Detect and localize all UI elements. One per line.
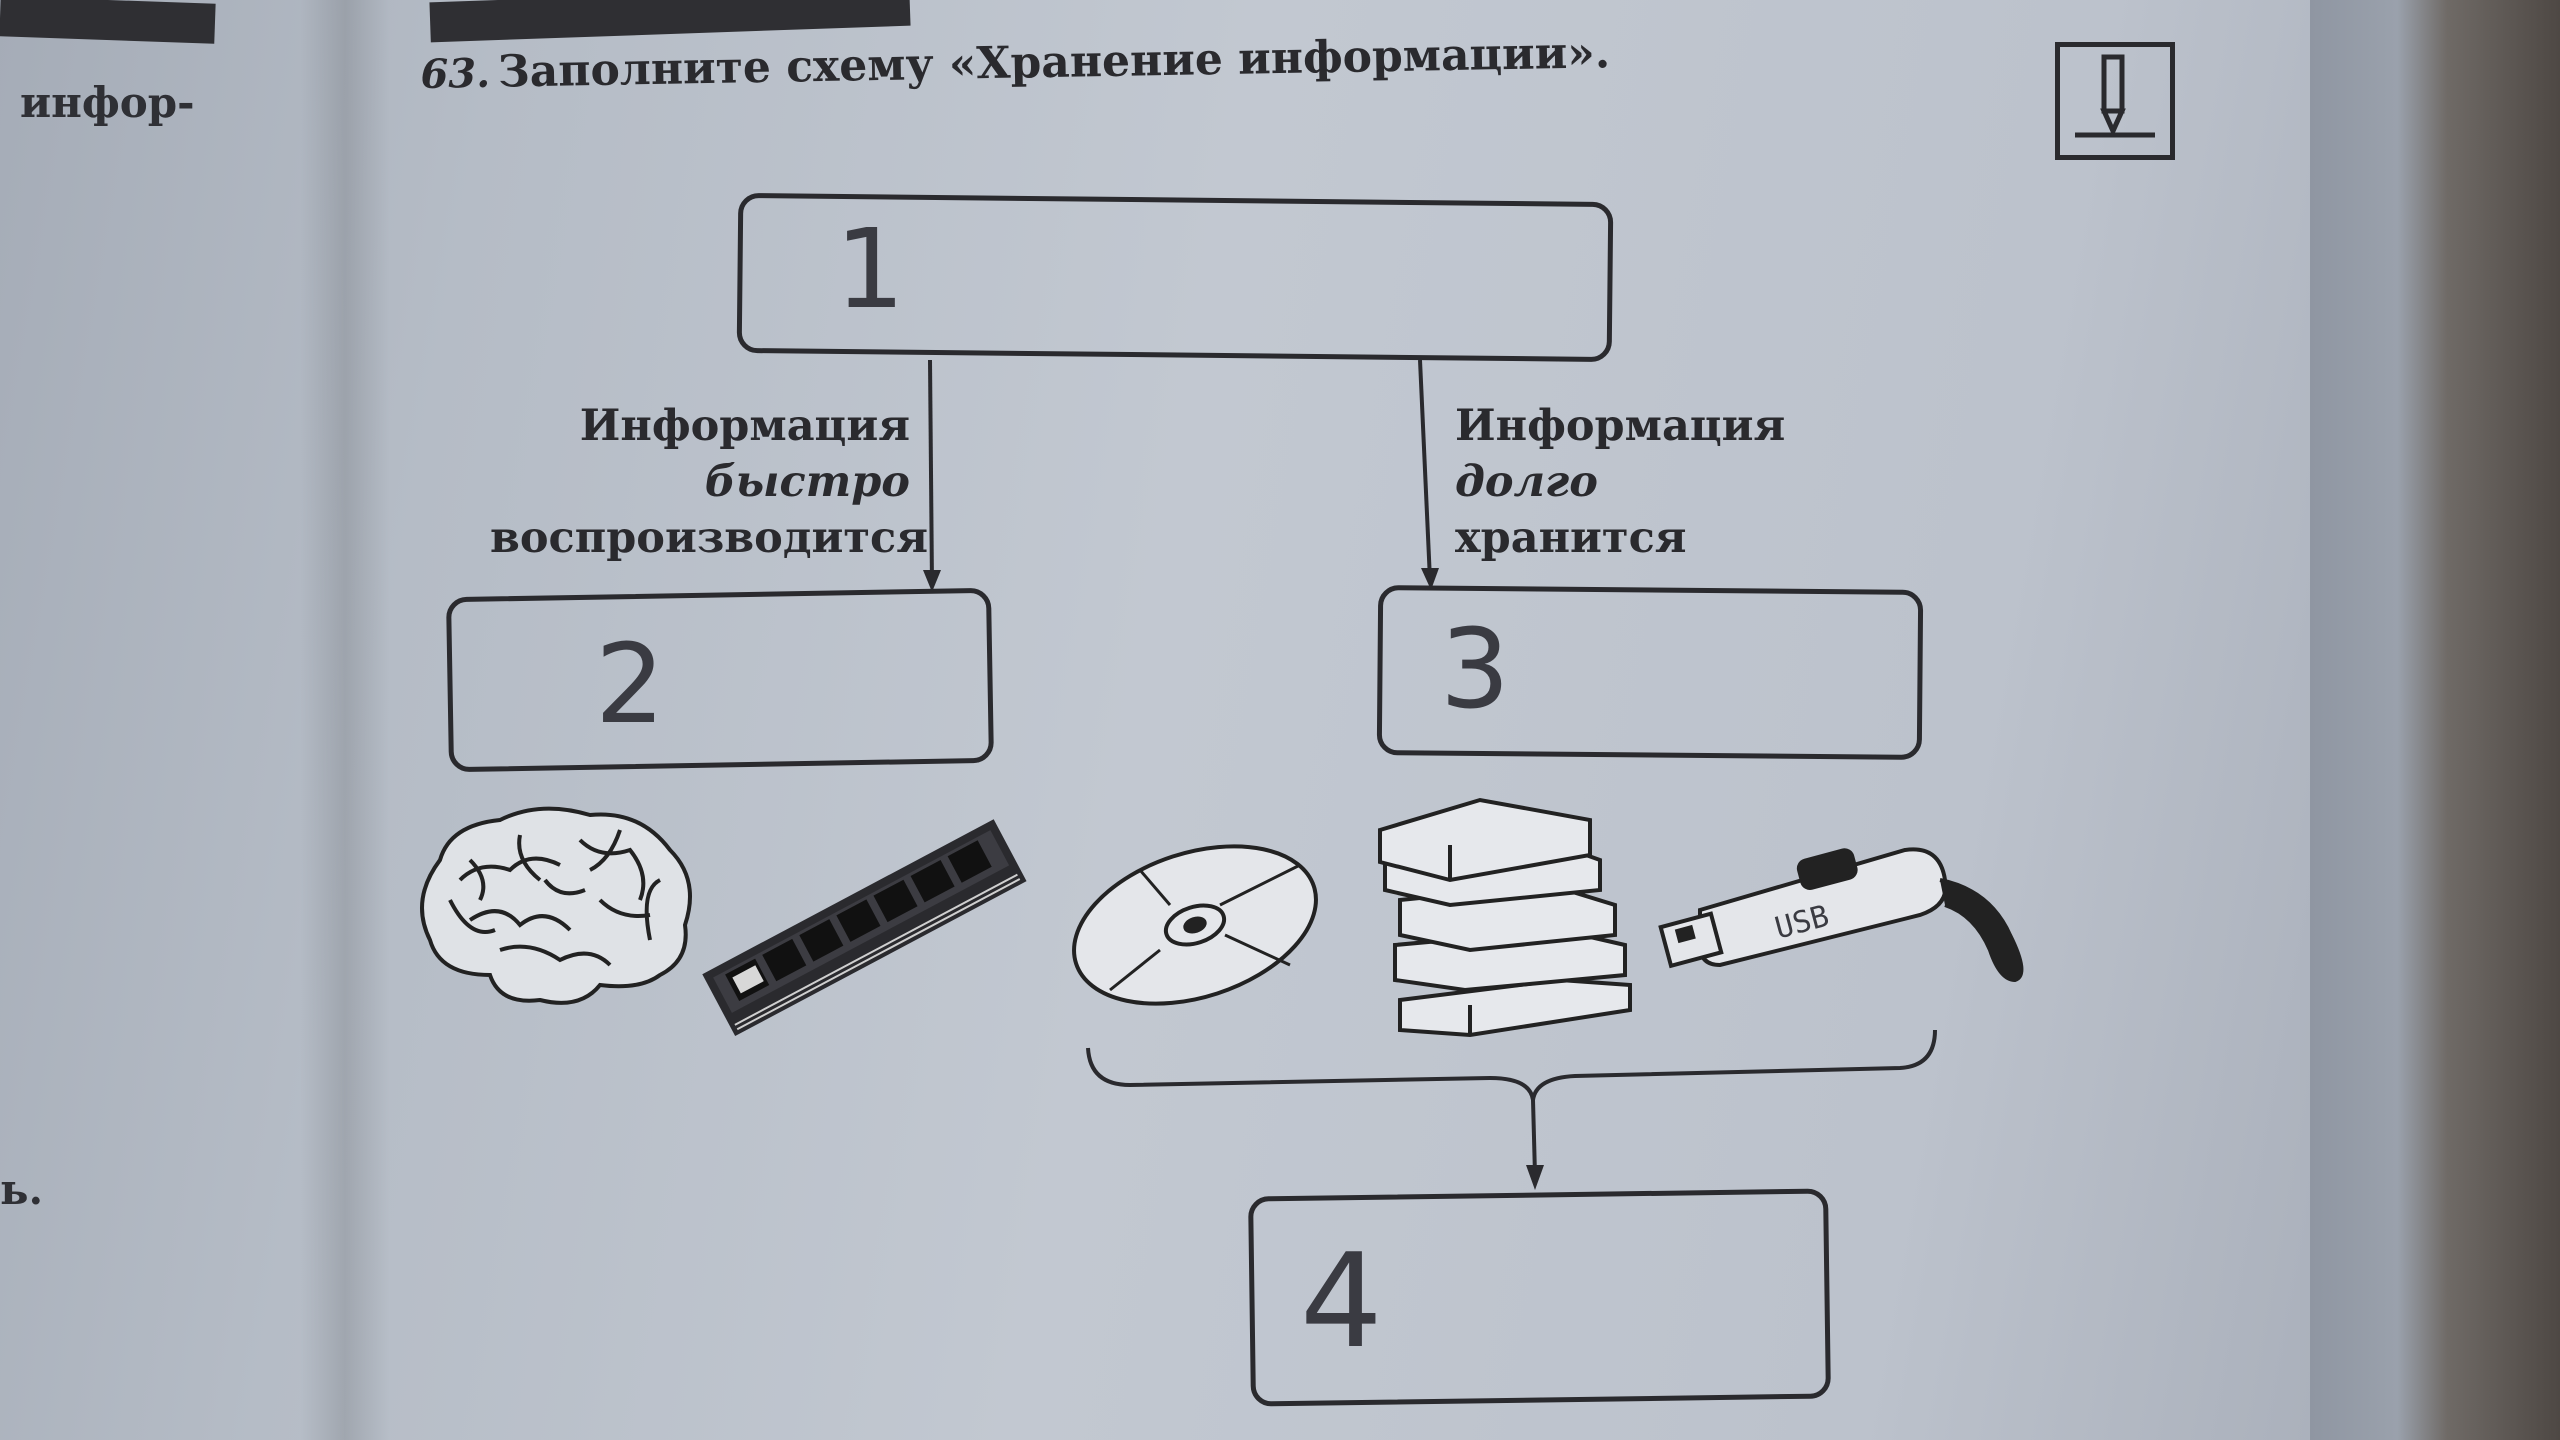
- cd-disc-icon: [1072, 844, 1318, 1006]
- left-page-fragment-bottom: ь.: [0, 1165, 44, 1214]
- left-page-fragment-top: инфор-: [20, 78, 195, 127]
- arrow-right-head: [1421, 568, 1439, 590]
- box-3: [1376, 585, 1924, 760]
- left-label-line3: воспроизводится: [490, 513, 928, 563]
- box-1: [736, 193, 1614, 362]
- right-label-line2: долго: [1455, 457, 1598, 507]
- right-label-line3: хранится: [1455, 513, 1687, 563]
- box-4: [1248, 1188, 1831, 1407]
- right-branch-label: Информация долго хранится: [1455, 398, 1785, 566]
- arrow-left: [928, 359, 934, 586]
- brace: [1086, 1029, 1937, 1101]
- arrow-left-head: [923, 570, 941, 592]
- arrow-right: [1418, 359, 1432, 581]
- box-2: [446, 588, 994, 772]
- box-1-handwritten: 1: [835, 205, 905, 333]
- box-2-handwritten: 2: [595, 620, 665, 748]
- ram-module-icon: [702, 819, 1027, 1037]
- right-label-line1: Информация: [1455, 401, 1786, 451]
- page-edge: [2310, 0, 2560, 1440]
- arrow-down-head: [1526, 1165, 1544, 1190]
- usb-flash-drive-icon: [1658, 847, 2024, 983]
- books-stack-icon: [1378, 797, 1632, 1038]
- pencil-task-icon: [2055, 42, 2175, 160]
- arrow-down: [1531, 1099, 1537, 1176]
- box-3-handwritten: 3: [1440, 605, 1510, 733]
- book-gutter-shadow: [300, 0, 390, 1440]
- left-label-line1: Информация: [579, 401, 910, 451]
- brain-icon: [420, 806, 692, 1005]
- box-4-handwritten: 4: [1300, 1225, 1383, 1377]
- left-label-line2: быстро: [704, 457, 910, 507]
- left-branch-label: Информация быстро воспроизводится: [490, 398, 928, 566]
